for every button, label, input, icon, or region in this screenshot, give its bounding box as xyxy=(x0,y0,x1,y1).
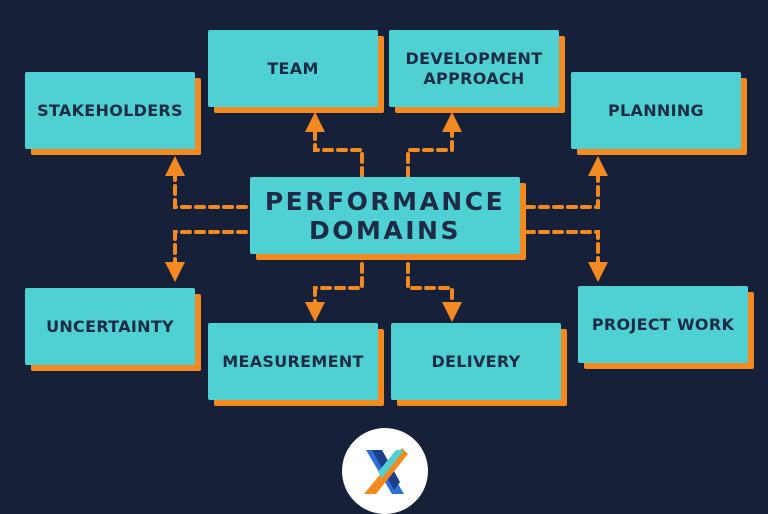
domain-label-planning: PLANNING xyxy=(608,100,704,120)
domain-box-measurement: MEASUREMENT xyxy=(208,323,378,400)
domain-label-stakeholders: STAKEHOLDERS xyxy=(37,100,183,120)
domain-label-delivery: DELIVERY xyxy=(431,351,521,371)
domain-label-uncertainty: UNCERTAINTY xyxy=(46,316,174,336)
x-logo-icon xyxy=(364,448,408,494)
brand-logo xyxy=(342,428,428,514)
arrow-to-project-work xyxy=(524,230,608,282)
domain-box-uncertainty: UNCERTAINTY xyxy=(25,288,195,365)
central-title-line-1: PERFORMANCE xyxy=(264,186,506,216)
domain-box-planning: PLANNING xyxy=(571,72,741,149)
central-title-line-2: DOMAINS xyxy=(309,215,461,245)
arrow-to-team xyxy=(305,112,364,178)
domain-box-team: TEAM xyxy=(208,30,378,107)
domain-box-delivery: DELIVERY xyxy=(391,323,561,400)
domain-box-stakeholders: STAKEHOLDERS xyxy=(25,72,195,149)
central-box-performance-domains: PERFORMANCE DOMAINS xyxy=(250,177,520,254)
domain-label-team: TEAM xyxy=(267,58,319,78)
domain-box-project-work: PROJECT WORK xyxy=(578,286,748,363)
arrow-to-stakeholders xyxy=(165,156,248,209)
arrow-to-planning xyxy=(524,156,608,209)
domain-box-development-approach: DEVELOPMENT APPROACH xyxy=(389,30,559,107)
arrow-to-development-approach xyxy=(406,112,462,178)
arrow-to-delivery xyxy=(406,262,462,322)
arrow-to-measurement xyxy=(305,262,364,322)
domain-label-development-approach: DEVELOPMENT APPROACH xyxy=(405,48,543,88)
domain-label-project-work: PROJECT WORK xyxy=(591,314,735,334)
arrow-to-uncertainty xyxy=(165,230,248,282)
domain-label-measurement: MEASUREMENT xyxy=(222,351,364,371)
